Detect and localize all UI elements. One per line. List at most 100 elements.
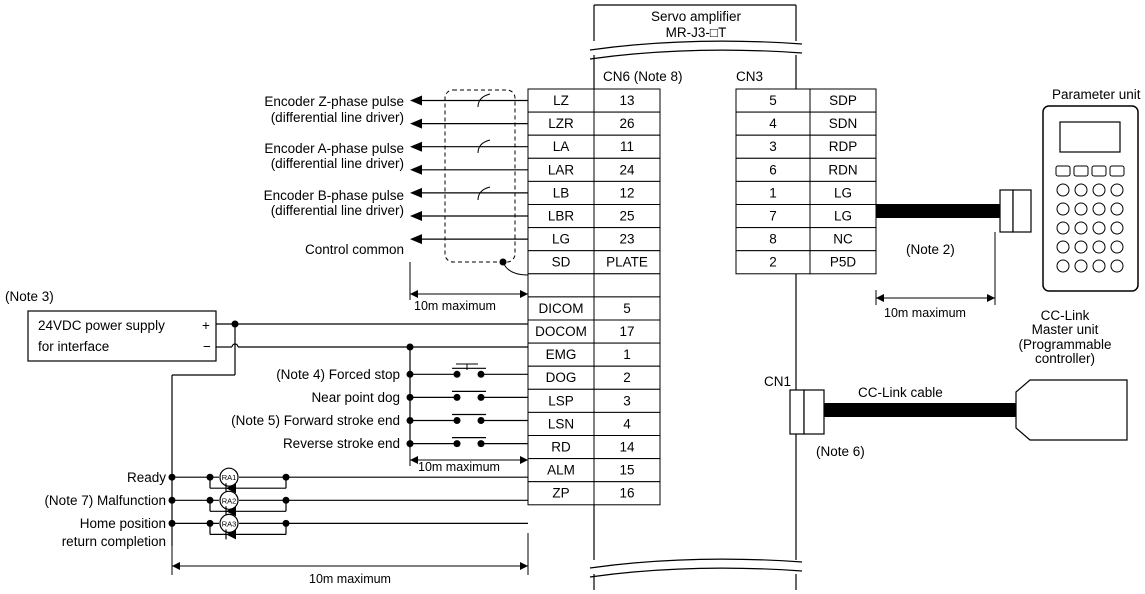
arrow-left-icon — [410, 234, 422, 245]
keypad-button — [1092, 240, 1106, 254]
cn6-signal: LBR — [548, 209, 575, 224]
power-plus: + — [202, 318, 210, 333]
keypad-button — [1074, 202, 1088, 216]
cn3-pin: 2 — [769, 255, 777, 270]
output-relays: Ready (Note 7) Malfunction Home position… — [44, 467, 529, 586]
switch-contact — [477, 393, 485, 401]
switch-contact — [453, 370, 461, 378]
cn6-signal: SD — [552, 255, 571, 270]
encoder-a-label: Encoder A-phase pulse — [264, 141, 404, 156]
cn6-pin: 25 — [619, 209, 634, 224]
encoder-dimension-label: 10m maximum — [414, 299, 496, 313]
encoder-z-label: Encoder Z-phase pulse — [264, 94, 404, 109]
keypad-button — [1092, 259, 1106, 273]
amplifier-title: Servo amplifier — [651, 9, 742, 24]
interface-power-supply: (Note 3) 24VDC power supply for interfac… — [5, 289, 528, 546]
cn6-pin: 13 — [619, 93, 634, 108]
parameter-unit-label: Parameter unit — [1052, 87, 1141, 102]
cn6-pin: 11 — [620, 139, 634, 154]
keypad-button — [1110, 221, 1124, 235]
keypad-key — [1055, 165, 1071, 177]
cn6-signal: DOG — [546, 370, 577, 385]
switch-contact — [453, 440, 461, 448]
switch-contact — [453, 393, 461, 401]
master-unit-line4: controller) — [1035, 351, 1095, 366]
cn3-signal: SDN — [829, 116, 858, 131]
power-supply-label: 24VDC power supply — [38, 318, 165, 333]
cn3-pin: 6 — [769, 162, 777, 177]
switch-contact — [477, 440, 485, 448]
keypad-button — [1056, 221, 1070, 235]
arrow-left-icon — [410, 187, 422, 198]
cc-link-cable-label: CC-Link cable — [858, 385, 943, 400]
junction-dot — [406, 417, 414, 424]
diode-icon — [226, 483, 236, 494]
parameter-unit-keypad — [1055, 165, 1125, 273]
encoder-b-sub: (differential line driver) — [271, 203, 404, 218]
diode-icon — [226, 529, 236, 540]
cn6-pin: PLATE — [606, 255, 648, 270]
parameter-unit-note: (Note 2) — [906, 242, 955, 257]
power-supply-sub: for interface — [38, 339, 109, 354]
cn6-signal: ALM — [547, 463, 575, 478]
cn6-signal-cell — [527, 273, 595, 298]
outputs-dimension-label: 10m maximum — [309, 572, 391, 586]
cn6-pin: 26 — [619, 116, 634, 131]
cn6-signal: ZP — [552, 486, 569, 501]
cn3-signal: NC — [833, 232, 853, 247]
keypad-button — [1074, 259, 1088, 273]
cn3-pin: 4 — [769, 116, 777, 131]
cn3-pin: 3 — [769, 139, 777, 154]
cn6-signal: LA — [553, 139, 570, 154]
encoder-a-sub: (differential line driver) — [271, 156, 404, 171]
inputs-dimension-label: 10m maximum — [418, 460, 500, 474]
input-near-point-dog: Near point dog — [311, 390, 400, 405]
cn3-signal: RDN — [828, 162, 857, 177]
arrow-left-icon — [410, 95, 422, 106]
relay-label: RA1 — [222, 473, 237, 482]
encoder-b-label: Encoder B-phase pulse — [264, 188, 404, 203]
switch-contact — [477, 370, 485, 378]
junction-dot — [168, 473, 176, 481]
cn6-pin: 14 — [619, 440, 635, 455]
cn6-pin: 4 — [623, 416, 631, 431]
keypad-key — [1109, 165, 1125, 177]
diode-icon — [226, 506, 236, 517]
cn3-signal: LG — [834, 185, 852, 200]
parameter-unit: Parameter unit (Note 2) 10m maximum — [875, 87, 1141, 320]
keypad-button — [1056, 202, 1070, 216]
keypad-button — [1110, 183, 1124, 197]
cn6-signal: DICOM — [539, 301, 584, 316]
keypad-button — [1074, 221, 1088, 235]
cn3-signal-cell — [809, 250, 877, 275]
relay-label: RA3 — [222, 519, 237, 528]
keypad-button — [1056, 183, 1070, 197]
keypad-button — [1110, 259, 1124, 273]
cn6-pin: 24 — [619, 162, 635, 177]
relay-label: RA2 — [222, 496, 237, 505]
cn6-pin-cell — [593, 273, 661, 298]
junction-dot — [406, 370, 414, 378]
cn3-signal: RDP — [829, 139, 858, 154]
keypad-button — [1092, 183, 1106, 197]
control-common-label: Control common — [305, 242, 404, 257]
encoder-z-sub: (differential line driver) — [271, 110, 404, 125]
output-malfunction: (Note 7) Malfunction — [44, 493, 166, 508]
keypad-key — [1073, 165, 1089, 177]
cn6-pin: 1 — [623, 347, 631, 362]
arrow-left-icon — [410, 211, 422, 221]
cn6-pin: 3 — [623, 393, 631, 408]
relay-coil-icon — [219, 467, 239, 487]
junction-dot — [168, 496, 176, 504]
cn6-signal: RD — [551, 440, 571, 455]
parameter-unit-dimension-label: 10m maximum — [884, 306, 966, 320]
master-unit-line2: Master unit — [1032, 322, 1099, 337]
shield-dashed-outline — [444, 89, 516, 263]
cn3-pin: 8 — [769, 232, 777, 247]
cn6-signal: LB — [553, 185, 570, 200]
keypad-button — [1092, 221, 1106, 235]
keypad-button — [1110, 202, 1124, 216]
